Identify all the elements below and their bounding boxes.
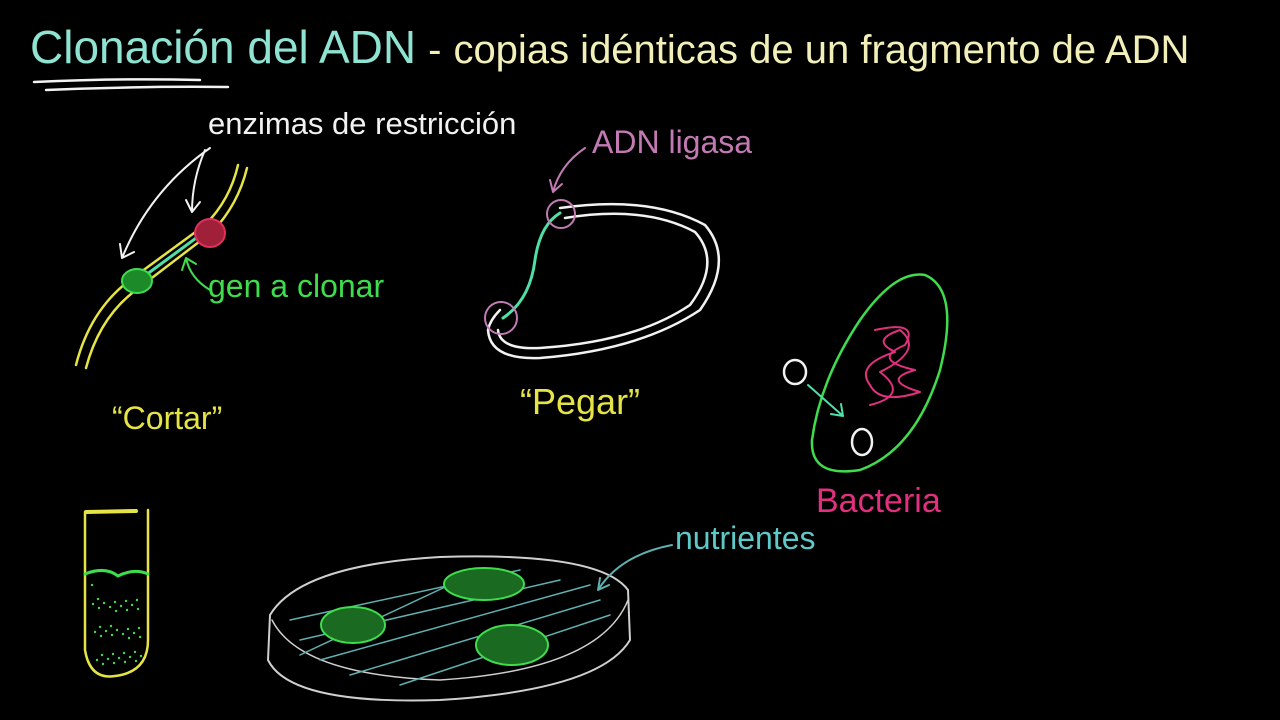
bacteria-dot	[101, 662, 105, 666]
bacteria-dot	[137, 626, 141, 630]
colony	[443, 567, 525, 601]
bacteria-dot	[136, 607, 140, 611]
bacteria-dot	[97, 606, 101, 610]
petri-dish	[267, 544, 673, 702]
bacteria-dot	[119, 604, 123, 608]
arrow-icon	[119, 147, 211, 259]
arrow-icon	[181, 257, 211, 291]
page-subtitle: copias idénticas de un fragmento de ADN	[453, 28, 1190, 72]
bacteria-dot	[111, 652, 115, 656]
bacteria-dot	[106, 657, 110, 661]
test-tube	[83, 508, 150, 678]
bacteria-dot	[100, 653, 104, 657]
arrow-icon	[597, 544, 673, 591]
bacteria-dot	[125, 608, 129, 612]
bacteria-dot	[127, 636, 131, 640]
bacteria-dot	[98, 625, 102, 629]
bacteria-dot	[113, 600, 117, 604]
label-bacteria: Bacteria	[816, 482, 941, 520]
bacteria-dot	[121, 632, 125, 636]
plasmid-inside	[850, 427, 874, 457]
bacteria-dot	[104, 629, 108, 633]
title-underline	[32, 78, 230, 92]
ligase-site	[484, 301, 518, 335]
plasmid-outside	[782, 358, 808, 386]
bacteria-dot	[128, 655, 132, 659]
bacteria-dot	[96, 597, 100, 601]
arrow-icon	[549, 147, 586, 193]
bacteria-dot	[130, 603, 134, 607]
bacteria-dot	[135, 598, 139, 602]
label-restriction-enzymes: enzimas de restricción	[208, 106, 517, 141]
enzyme-site-red	[194, 218, 226, 248]
bacteria-dot	[139, 654, 143, 658]
bacteria-dot	[91, 602, 95, 606]
dna-strand-diagram	[74, 147, 249, 370]
bacteria-dot	[123, 660, 127, 664]
bacteria-dot	[134, 659, 138, 663]
bacteria-dot	[112, 661, 116, 665]
label-gene-to-clone: gen a clonar	[208, 268, 385, 304]
bacteria-dot	[117, 656, 121, 660]
bacteria-diagram	[782, 273, 949, 473]
bacteria-dot	[102, 601, 106, 605]
bacteria-dot	[138, 635, 142, 639]
arrow-icon	[807, 384, 844, 417]
enzyme-site-green	[121, 268, 153, 294]
bacteria-dot	[109, 624, 113, 628]
bacteria-dot	[133, 650, 137, 654]
bacteria-dot	[108, 605, 112, 609]
title-dash: -	[428, 28, 442, 72]
bacteria-dot	[114, 609, 118, 613]
bacteria-dot	[122, 651, 126, 655]
label-nutrients: nutrientes	[675, 520, 816, 556]
bacteria-dot	[124, 599, 128, 603]
label-cut: “Cortar”	[112, 400, 223, 436]
bacteria-dot	[90, 583, 94, 587]
bacteria-dot	[126, 627, 130, 631]
bacteria-dot	[99, 634, 103, 638]
arrow-icon	[185, 149, 206, 213]
label-paste: “Pegar”	[520, 381, 641, 422]
label-ligase: ADN ligasa	[592, 124, 753, 160]
colony	[320, 606, 386, 644]
plasmid-diagram	[484, 147, 720, 360]
title-row: Clonación del ADN - copias idénticas de …	[30, 24, 1189, 70]
bacteria-dot	[95, 658, 99, 662]
bacteria-dot	[110, 633, 114, 637]
bacteria-dot	[93, 630, 97, 634]
bacteria-dot	[115, 628, 119, 632]
ligase-site	[546, 199, 576, 229]
bacteria-dot	[132, 631, 136, 635]
page-title: Clonación del ADN	[30, 21, 417, 73]
colony	[475, 624, 549, 666]
